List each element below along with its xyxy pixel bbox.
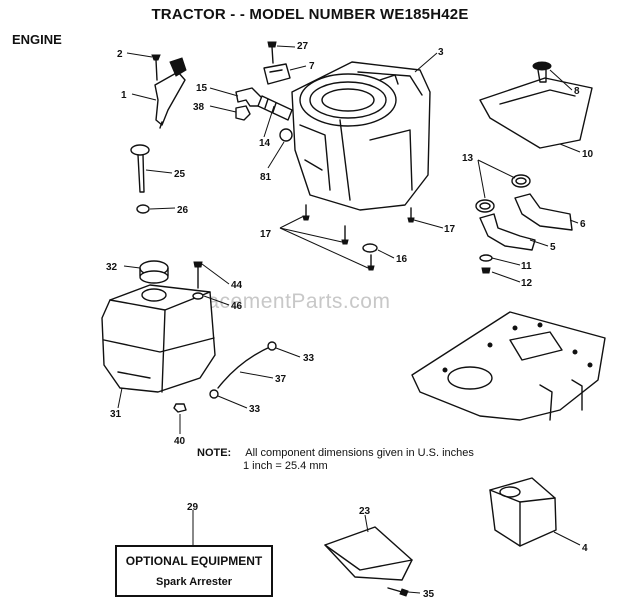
callout-33a: 33 xyxy=(303,353,315,364)
bolt-part[interactable] xyxy=(481,267,491,274)
fuel-line-part[interactable] xyxy=(217,345,273,389)
callout-40: 40 xyxy=(174,436,186,447)
elbow-fitting-part[interactable] xyxy=(235,87,263,107)
hose-clamp-part[interactable] xyxy=(267,341,277,351)
washer-part[interactable] xyxy=(479,254,493,262)
chassis-plate-part[interactable] xyxy=(411,311,606,421)
callout-1: 1 xyxy=(121,90,127,101)
note-line-1: All component dimensions given in U.S. i… xyxy=(245,447,474,459)
callout-37: 37 xyxy=(275,374,287,385)
callout-11: 11 xyxy=(521,261,532,272)
control-lever-part[interactable] xyxy=(154,57,187,129)
callout-15: 15 xyxy=(196,83,208,94)
callout-33b: 33 xyxy=(249,404,261,415)
callout-32: 32 xyxy=(106,262,118,273)
nut-part[interactable] xyxy=(235,105,251,121)
callout-labels: 1 2 3 4 5 6 7 8 10 11 12 13 14 15 16 17 … xyxy=(106,41,594,600)
callout-7: 7 xyxy=(309,61,315,72)
callout-4: 4 xyxy=(582,543,588,554)
bolt-part[interactable] xyxy=(267,41,277,64)
callout-10: 10 xyxy=(582,149,594,160)
engine-part[interactable] xyxy=(291,61,431,211)
plug-part[interactable] xyxy=(279,128,293,142)
callout-38: 38 xyxy=(193,102,205,113)
clamp-part[interactable] xyxy=(263,63,291,85)
callout-5: 5 xyxy=(550,242,556,253)
callout-35: 35 xyxy=(423,589,435,600)
hose-clamp-part[interactable] xyxy=(209,389,219,399)
callout-27: 27 xyxy=(297,41,309,52)
callout-17b: 17 xyxy=(444,224,456,235)
bolt-part[interactable] xyxy=(193,261,203,289)
mounting-bolt-part[interactable] xyxy=(302,204,415,271)
leader-lines xyxy=(117,45,581,594)
heat-shield-part[interactable] xyxy=(479,77,593,149)
optional-equipment-title: OPTIONAL EQUIPMENT xyxy=(125,554,263,568)
callout-25: 25 xyxy=(174,169,186,180)
callout-6: 6 xyxy=(580,219,586,230)
callout-81: 81 xyxy=(260,172,272,183)
section-label: ENGINE xyxy=(12,32,62,47)
fuel-cap-part[interactable] xyxy=(139,260,169,302)
muffler-part[interactable] xyxy=(489,477,557,547)
spark-arrester-shield-part[interactable] xyxy=(324,526,413,581)
callout-12: 12 xyxy=(521,278,533,289)
callout-46: 46 xyxy=(231,301,243,312)
callout-8: 8 xyxy=(574,86,580,97)
note-label: NOTE: xyxy=(197,447,232,459)
fuel-tank-part[interactable] xyxy=(101,284,216,393)
dipstick-part[interactable] xyxy=(130,144,150,193)
callout-26: 26 xyxy=(177,205,189,216)
callout-13: 13 xyxy=(462,153,474,164)
callout-3: 3 xyxy=(438,47,444,58)
optional-equipment-box: OPTIONAL EQUIPMENT Spark Arrester xyxy=(115,545,273,597)
dimension-note: NOTE: All component dimensions given in U… xyxy=(197,447,474,473)
knob-part[interactable] xyxy=(532,61,552,83)
nut-part[interactable] xyxy=(173,403,187,413)
callout-23: 23 xyxy=(359,506,371,517)
exhaust-pipe-part[interactable] xyxy=(514,193,573,231)
callout-16: 16 xyxy=(396,254,408,265)
callout-31: 31 xyxy=(110,409,122,420)
note-line-2: 1 inch = 25.4 mm xyxy=(243,460,328,472)
washer-part[interactable] xyxy=(192,292,204,300)
exhaust-pipe-part[interactable] xyxy=(479,213,536,251)
fuel-line-part[interactable] xyxy=(257,95,293,121)
screw-part[interactable] xyxy=(387,587,409,597)
grommet-part[interactable] xyxy=(136,204,150,214)
callout-2: 2 xyxy=(117,49,123,60)
page-title: TRACTOR - - MODEL NUMBER WE185H42E xyxy=(151,6,469,23)
callout-44: 44 xyxy=(231,280,243,291)
callout-17a: 17 xyxy=(260,229,272,240)
callout-14: 14 xyxy=(259,138,271,149)
gasket-part[interactable] xyxy=(475,174,531,213)
callout-29: 29 xyxy=(187,502,199,513)
optional-equipment-item: Spark Arrester xyxy=(155,576,233,588)
screw-part[interactable] xyxy=(151,54,161,81)
washer-part[interactable] xyxy=(362,243,378,253)
